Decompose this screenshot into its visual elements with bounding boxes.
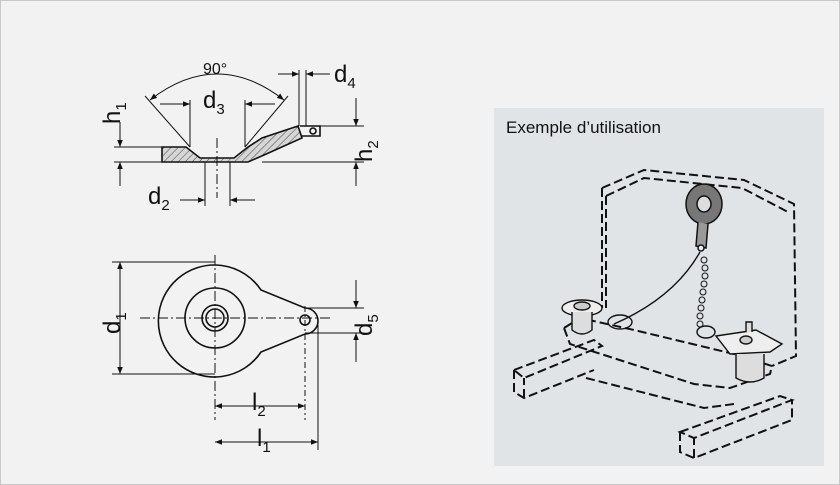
label-d1: d1 [99, 312, 130, 334]
label-l1: l1 [257, 425, 271, 456]
svg-text:l1: l1 [257, 425, 271, 456]
label-d3: d3 [203, 87, 225, 118]
svg-text:d3: d3 [203, 87, 225, 118]
svg-text:l2: l2 [252, 389, 266, 420]
svg-text:h2: h2 [351, 140, 382, 162]
label-h1: h1 [99, 102, 130, 124]
example-panel: Exemple d’utilisation [494, 108, 824, 466]
top-view [112, 255, 364, 450]
example-title: Exemple d’utilisation [506, 118, 661, 137]
label-d2: d2 [148, 183, 170, 214]
svg-text:h1: h1 [99, 102, 130, 124]
label-h2: h2 [351, 140, 382, 162]
label-d4: d4 [334, 61, 356, 92]
label-angle: 90° [203, 61, 227, 78]
example-illustration [512, 168, 798, 460]
svg-text:d5: d5 [351, 314, 382, 336]
section-body [161, 124, 303, 163]
label-d5: d5 [351, 314, 382, 336]
svg-text:d1: d1 [99, 312, 130, 334]
svg-text:d2: d2 [148, 183, 170, 214]
svg-text:d4: d4 [334, 61, 356, 92]
label-l2: l2 [252, 389, 266, 420]
side-section-view [114, 70, 364, 206]
